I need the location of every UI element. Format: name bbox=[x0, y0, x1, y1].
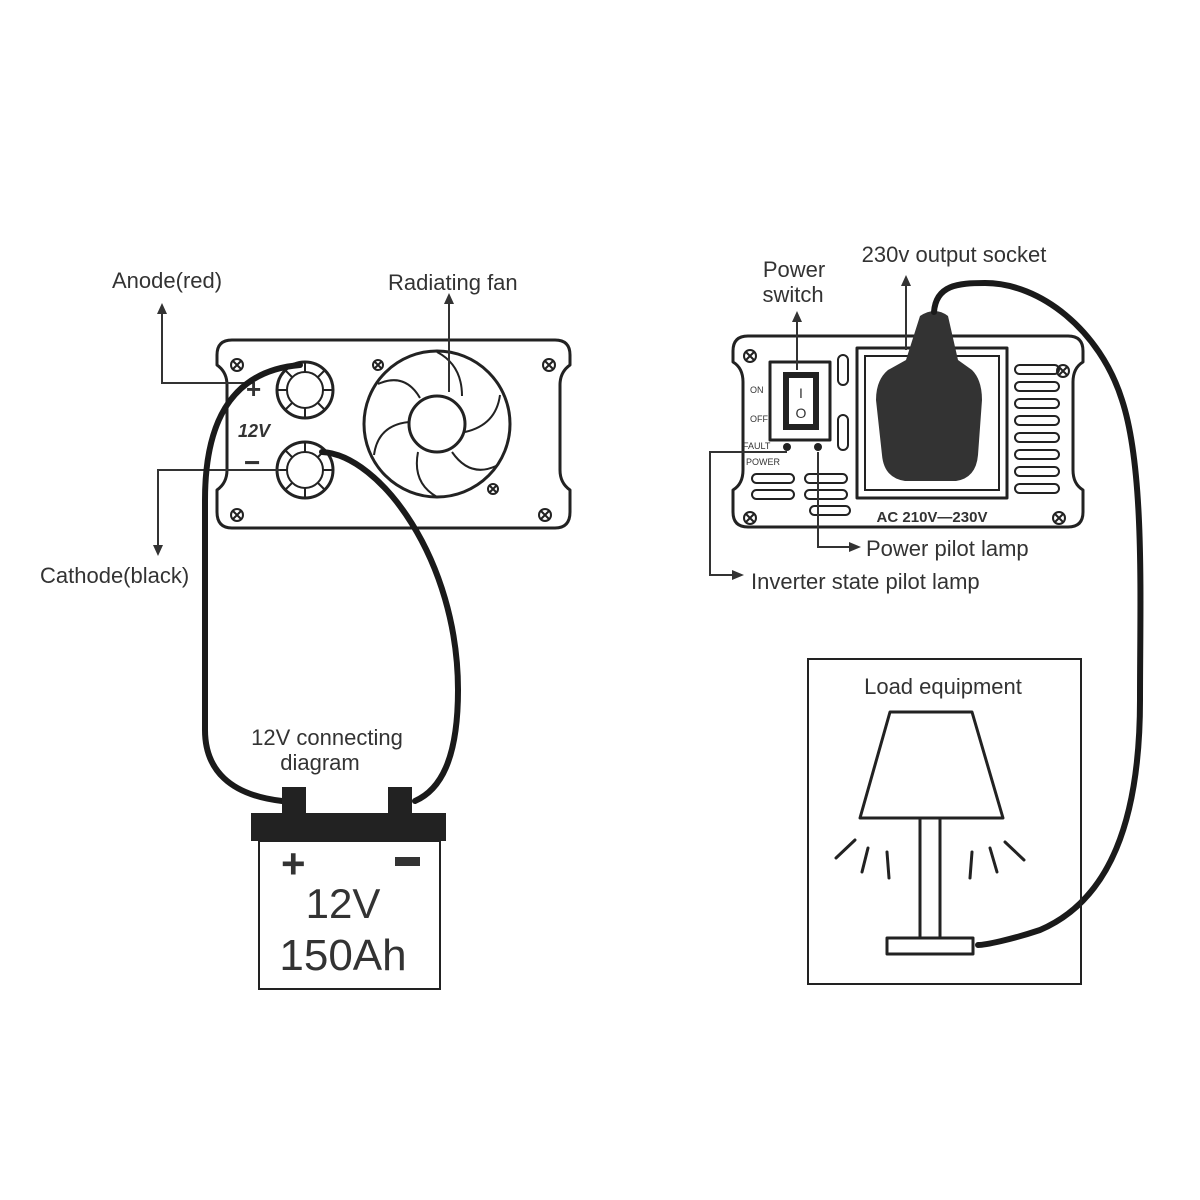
anode-label: Anode(red) bbox=[112, 268, 222, 293]
dc-input-panel: + 12V − bbox=[215, 338, 572, 530]
fan-icon bbox=[362, 349, 512, 499]
power-switch-label-line2: switch bbox=[762, 282, 823, 307]
lamp-icon bbox=[834, 710, 1026, 956]
anode-leader bbox=[157, 303, 255, 384]
switch-on-symbol: I bbox=[799, 385, 803, 401]
fault-lamp-icon bbox=[783, 443, 791, 451]
switch-off-label: OFF bbox=[750, 414, 768, 424]
battery-icon bbox=[251, 787, 446, 990]
switch-off-symbol: O bbox=[796, 405, 807, 421]
vent-slots bbox=[751, 354, 1060, 516]
inverter-state-pilot-lamp-label: Inverter state pilot lamp bbox=[751, 569, 980, 594]
ac-cable bbox=[931, 279, 1144, 948]
battery-plus-sign: + bbox=[281, 840, 306, 887]
panel-voltage-label: 12V bbox=[238, 421, 272, 441]
cathode-leader bbox=[153, 469, 280, 556]
battery-capacity-label: 150Ah bbox=[279, 931, 406, 980]
screw-icon bbox=[1056, 364, 1070, 378]
cathode-label: Cathode(black) bbox=[40, 563, 189, 588]
radiating-fan-label: Radiating fan bbox=[388, 270, 518, 295]
screw-icon bbox=[743, 349, 757, 363]
screw-icon bbox=[1052, 511, 1066, 525]
power-switch-leader bbox=[792, 311, 802, 370]
radiating-fan-leader bbox=[444, 293, 454, 392]
ac-range-label: AC 210V—230V bbox=[877, 509, 988, 526]
switch-on-label: ON bbox=[750, 385, 764, 395]
screw-icon bbox=[743, 511, 757, 525]
connecting-diagram-label-line2: diagram bbox=[280, 750, 359, 775]
plug-icon bbox=[876, 311, 982, 481]
battery-minus-sign bbox=[395, 857, 420, 866]
screw-icon bbox=[538, 508, 552, 522]
screw-icon bbox=[487, 483, 499, 495]
power-switch-icon bbox=[768, 360, 832, 442]
screw-icon bbox=[372, 359, 384, 371]
output-socket-leader bbox=[901, 275, 911, 350]
panel-minus-sign: − bbox=[244, 447, 260, 478]
ac-output-panel: I O ON OFF FAULT POWER bbox=[731, 334, 1085, 529]
inverter-state-pilot-lamp-leader bbox=[709, 451, 787, 580]
power-switch-label-line1: Power bbox=[763, 257, 825, 282]
battery-voltage-label: 12V bbox=[306, 880, 381, 927]
screw-icon bbox=[230, 358, 244, 372]
connecting-diagram-label-line1: 12V connecting bbox=[251, 725, 403, 750]
negative-cable bbox=[319, 449, 462, 804]
output-socket-label: 230v output socket bbox=[862, 242, 1047, 267]
screw-icon bbox=[230, 508, 244, 522]
positive-cable bbox=[202, 362, 303, 804]
power-pilot-lamp-label: Power pilot lamp bbox=[866, 536, 1029, 561]
positive-terminal-icon bbox=[275, 360, 335, 420]
load-equipment-label: Load equipment bbox=[864, 674, 1022, 699]
fault-label: FAULT bbox=[743, 441, 771, 451]
load-equipment-box bbox=[807, 658, 1082, 985]
power-lamp-icon bbox=[814, 443, 822, 451]
power-pilot-lamp-leader bbox=[817, 452, 861, 552]
screw-icon bbox=[542, 358, 556, 372]
power-label: POWER bbox=[746, 457, 781, 467]
